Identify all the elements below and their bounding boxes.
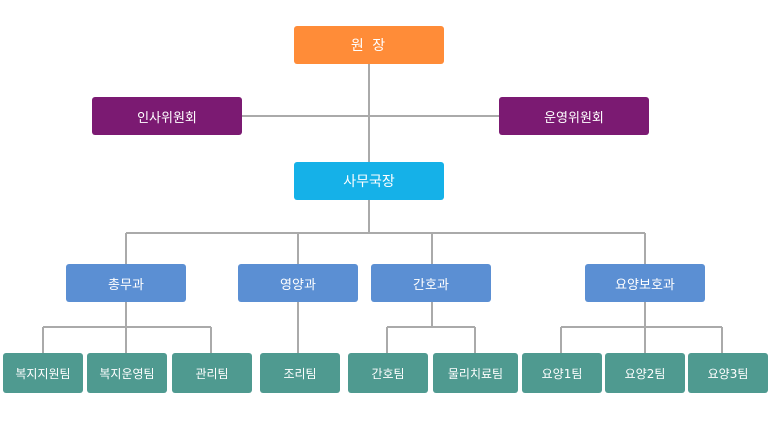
care-dept-label: 요양보호과: [615, 277, 675, 293]
nursing-dept-box: 간호과: [371, 264, 491, 302]
secretary-general-box: 사무국장: [294, 162, 444, 200]
nursing-dept-label: 간호과: [413, 277, 449, 293]
hr-committee-label: 인사위원회: [137, 110, 197, 126]
operations-committee-box: 운영위원회: [499, 97, 649, 135]
cooking-team-box: 조리팀: [260, 353, 340, 393]
director-label: 원 장: [350, 38, 388, 54]
nursing-team-box: 간호팀: [348, 353, 428, 393]
welfare-support-team-label: 복지지원팀: [15, 366, 71, 381]
welfare-support-team-box: 복지지원팀: [3, 353, 83, 393]
care-team-2-box: 요양2팀: [605, 353, 685, 393]
care-team-3-label: 요양3팀: [707, 366, 749, 381]
cooking-team-label: 조리팀: [283, 366, 317, 381]
general-affairs-dept-box: 총무과: [66, 264, 186, 302]
general-affairs-dept-label: 총무과: [108, 277, 144, 293]
management-team-label: 관리팀: [195, 366, 229, 381]
care-team-3-box: 요양3팀: [688, 353, 768, 393]
nutrition-dept-label: 영양과: [280, 277, 316, 293]
care-dept-box: 요양보호과: [585, 264, 705, 302]
physical-therapy-team-label: 물리치료팀: [447, 366, 504, 381]
nutrition-dept-box: 영양과: [238, 264, 358, 302]
care-team-1-box: 요양1팀: [522, 353, 602, 393]
management-team-box: 관리팀: [172, 353, 252, 393]
care-team-2-label: 요양2팀: [624, 366, 666, 381]
physical-therapy-team-box: 물리치료팀: [433, 353, 518, 393]
director-box: 원 장: [294, 26, 444, 64]
nursing-team-label: 간호팀: [371, 366, 405, 381]
care-team-1-label: 요양1팀: [541, 366, 583, 381]
secretary-general-label: 사무국장: [343, 174, 395, 190]
welfare-operations-team-box: 복지운영팀: [87, 353, 167, 393]
welfare-operations-team-label: 복지운영팀: [99, 366, 155, 381]
hr-committee-box: 인사위원회: [92, 97, 242, 135]
operations-committee-label: 운영위원회: [544, 110, 604, 126]
